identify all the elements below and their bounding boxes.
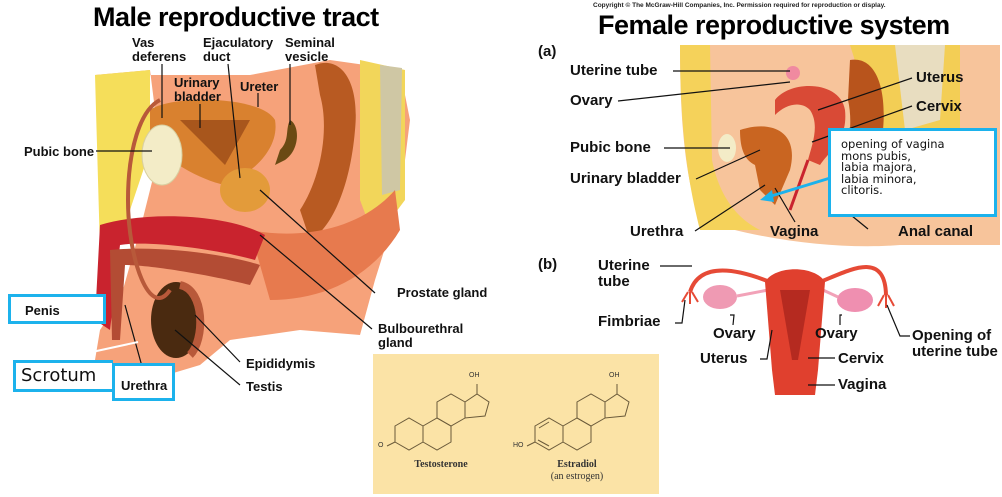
label-testis: Testis bbox=[246, 379, 283, 394]
vulva-note-text: opening of vagina mons pubis, labia majo… bbox=[841, 137, 945, 197]
label-cervix-a: Cervix bbox=[916, 98, 962, 115]
testosterone-ring-d bbox=[464, 393, 490, 419]
testosterone-ring-c bbox=[436, 393, 466, 427]
testis bbox=[151, 282, 201, 358]
estradiol-ring-c bbox=[576, 393, 606, 427]
scrotum-callout-box: Scrotum bbox=[13, 360, 113, 392]
label-uterine-tube-a: Uterine tube bbox=[570, 62, 658, 79]
prostate bbox=[220, 168, 270, 212]
vulva-note-callout: opening of vagina mons pubis, labia majo… bbox=[828, 128, 997, 217]
fimbriae-right bbox=[877, 294, 895, 308]
label-urinary-bladder: Urinary bladder bbox=[174, 75, 221, 104]
label-vas-deferens: Vas deferens bbox=[132, 35, 187, 64]
ovary-left bbox=[703, 285, 737, 309]
epididymis bbox=[178, 281, 205, 358]
penis-callout-box: Penis bbox=[8, 294, 106, 324]
perineum-muscle bbox=[250, 190, 400, 300]
female-ovary-tube bbox=[786, 66, 800, 80]
estradiol-ring-b bbox=[562, 417, 592, 451]
steroid-structures bbox=[386, 384, 630, 451]
urethra-callout-box: Urethra bbox=[112, 363, 175, 401]
uterine-tube-right bbox=[819, 265, 888, 296]
sacrum bbox=[380, 65, 402, 195]
label-uterus-a: Uterus bbox=[916, 69, 964, 86]
label-urinary-bladder-a: Urinary bladder bbox=[570, 170, 681, 187]
seminal-vesicle bbox=[275, 120, 297, 165]
testosterone-ring-b bbox=[422, 417, 452, 451]
bladder-lumen bbox=[180, 120, 250, 165]
male-fat-left bbox=[95, 70, 150, 250]
label-pubic-bone: Pubic bone bbox=[24, 144, 95, 159]
label-pubic-bone-a: Pubic bone bbox=[570, 139, 651, 156]
label-ovary-right-b: Ovary bbox=[815, 325, 858, 342]
testosterone-oh: OH bbox=[469, 372, 480, 379]
label-epididymis: Epididymis bbox=[246, 356, 316, 371]
estradiol-oh: OH bbox=[609, 372, 620, 379]
female-sacrum bbox=[895, 45, 945, 130]
testosterone-ring-a bbox=[394, 417, 424, 451]
label-urethra-a: Urethra bbox=[630, 223, 684, 240]
scrotum-pointer-arrow bbox=[91, 341, 139, 353]
testosterone-label: Testosterone bbox=[414, 459, 468, 470]
fimbriae-left bbox=[681, 291, 699, 304]
ovary-right bbox=[837, 288, 873, 312]
estradiol-note: (an estrogen) bbox=[550, 471, 604, 482]
label-fimbriae: Fimbriae bbox=[598, 313, 661, 330]
pubic-bone bbox=[141, 124, 183, 186]
rectum bbox=[300, 62, 356, 240]
label-uterine-tube-b: Uterine tube bbox=[598, 257, 650, 290]
male-title: Male reproductive tract bbox=[93, 2, 379, 32]
label-anal-canal-a: Anal canal bbox=[898, 223, 974, 240]
estradiol-ring-a bbox=[534, 417, 564, 451]
label-ovary-left-b: Ovary bbox=[713, 325, 756, 342]
label-scrotum: Scrotum bbox=[21, 365, 97, 386]
uterine-cavity bbox=[780, 290, 810, 360]
panel-a-tag: (a) bbox=[538, 43, 557, 60]
estradiol-ho: HO bbox=[513, 442, 524, 449]
corpus-spongiosum bbox=[110, 248, 260, 340]
callout-arrowhead bbox=[760, 190, 774, 202]
copyright-notice: Copyright © The McGraw-Hill Companies, I… bbox=[593, 2, 886, 9]
female-fat-left bbox=[680, 45, 760, 230]
panel-b-tag: (b) bbox=[538, 256, 558, 273]
vas-deferens bbox=[125, 98, 172, 300]
hormone-structures-panel: OH O OH HO Testosterone Estradiol (an es… bbox=[373, 354, 659, 494]
female-bladder bbox=[740, 126, 792, 205]
label-uterus-b: Uterus bbox=[700, 350, 748, 367]
uterine-tube-left bbox=[688, 268, 771, 293]
label-opening-uterine-tube: Opening of uterine tube bbox=[912, 327, 998, 360]
label-cervix-b: Cervix bbox=[838, 350, 884, 367]
label-seminal-vesicle: Seminal vesicle bbox=[285, 35, 335, 64]
label-penis: Penis bbox=[25, 303, 60, 318]
label-vagina-b: Vagina bbox=[838, 376, 887, 393]
label-ovary-a: Ovary bbox=[570, 92, 613, 109]
label-ureter: Ureter bbox=[240, 79, 279, 94]
label-prostate-gland: Prostate gland bbox=[397, 285, 488, 300]
testosterone-o: O bbox=[378, 442, 384, 449]
label-vagina-a: Vagina bbox=[770, 223, 819, 240]
estradiol-ring-d bbox=[604, 393, 630, 419]
label-ejaculatory-duct: Ejaculatory duct bbox=[203, 35, 274, 64]
female-vagina bbox=[788, 159, 810, 211]
penis-erectile-tissue bbox=[95, 216, 265, 330]
estradiol-label: Estradiol bbox=[557, 459, 597, 470]
female-title: Female reproductive system bbox=[598, 10, 950, 40]
label-urethra-male: Urethra bbox=[121, 378, 168, 393]
female-uterus bbox=[775, 86, 846, 165]
label-bulbourethral-gland: Bulbourethral gland bbox=[378, 321, 464, 350]
